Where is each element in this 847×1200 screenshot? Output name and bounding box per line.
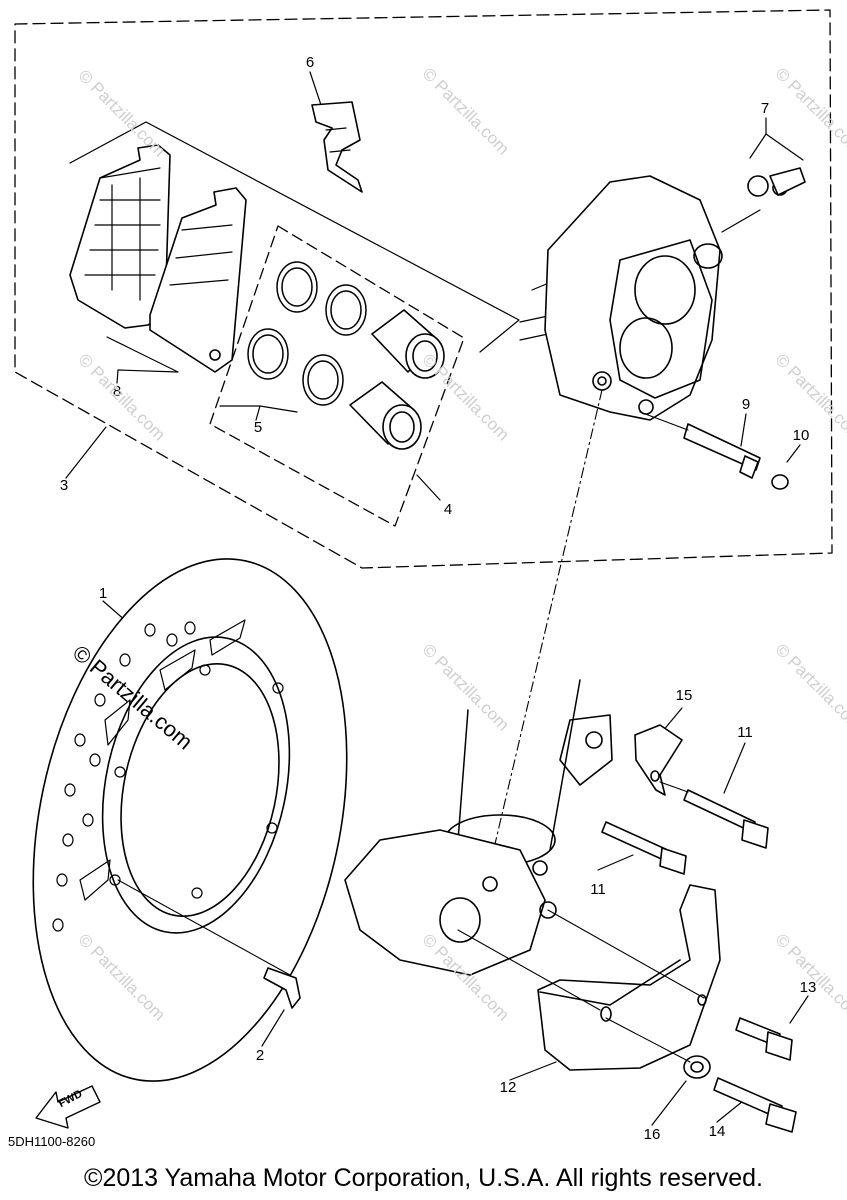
washer-16	[683, 1055, 711, 1079]
callout-16: 16	[643, 1126, 661, 1143]
brake-pad-outer	[69, 144, 171, 329]
disc-bolt	[263, 967, 301, 1009]
pad-plane-outline	[69, 121, 520, 353]
callout-7: 7	[760, 100, 770, 117]
bolt-14	[713, 1077, 797, 1133]
caliper-assembly-boundary	[14, 9, 833, 569]
bolt-13	[735, 1017, 793, 1061]
disc-holes	[52, 619, 284, 932]
callout-2: 2	[255, 1047, 265, 1064]
hose-bracket	[634, 724, 683, 796]
bolt-11-upper	[683, 789, 769, 849]
callout-4: 4	[443, 501, 453, 518]
callout-11-lower: 11	[590, 881, 606, 898]
pad-spring	[311, 101, 363, 193]
callout-14: 14	[708, 1123, 726, 1140]
brake-disc	[32, 558, 348, 1082]
callout-11-upper: 11	[737, 724, 753, 741]
callout-5: 5	[253, 419, 263, 436]
callout-3: 3	[59, 477, 69, 494]
bleed-screw	[721, 167, 806, 233]
callout-12: 12	[499, 1079, 517, 1096]
callout-13: 13	[799, 979, 817, 996]
front-fork	[344, 679, 613, 976]
callout-1: 1	[98, 585, 108, 602]
callout-15: 15	[675, 687, 693, 704]
copyright: ©2013 Yamaha Motor Corporation, U.S.A. A…	[84, 1164, 763, 1192]
callout-9: 9	[741, 396, 751, 413]
brake-pad-inner	[149, 187, 247, 373]
callout-6: 6	[305, 54, 315, 71]
fwd-arrow	[35, 1085, 101, 1129]
caliper-bolt	[683, 423, 761, 471]
bolt-11-lower	[601, 821, 687, 875]
caliper-washer	[771, 474, 789, 490]
piston-seals	[247, 261, 367, 406]
caliper-body	[544, 175, 723, 421]
callout-10: 10	[792, 427, 810, 444]
pistons	[349, 309, 445, 450]
callout-8: 8	[112, 383, 122, 400]
fork-guard	[537, 884, 721, 1071]
diagram-code: 5DH1100-8260	[8, 1134, 96, 1149]
